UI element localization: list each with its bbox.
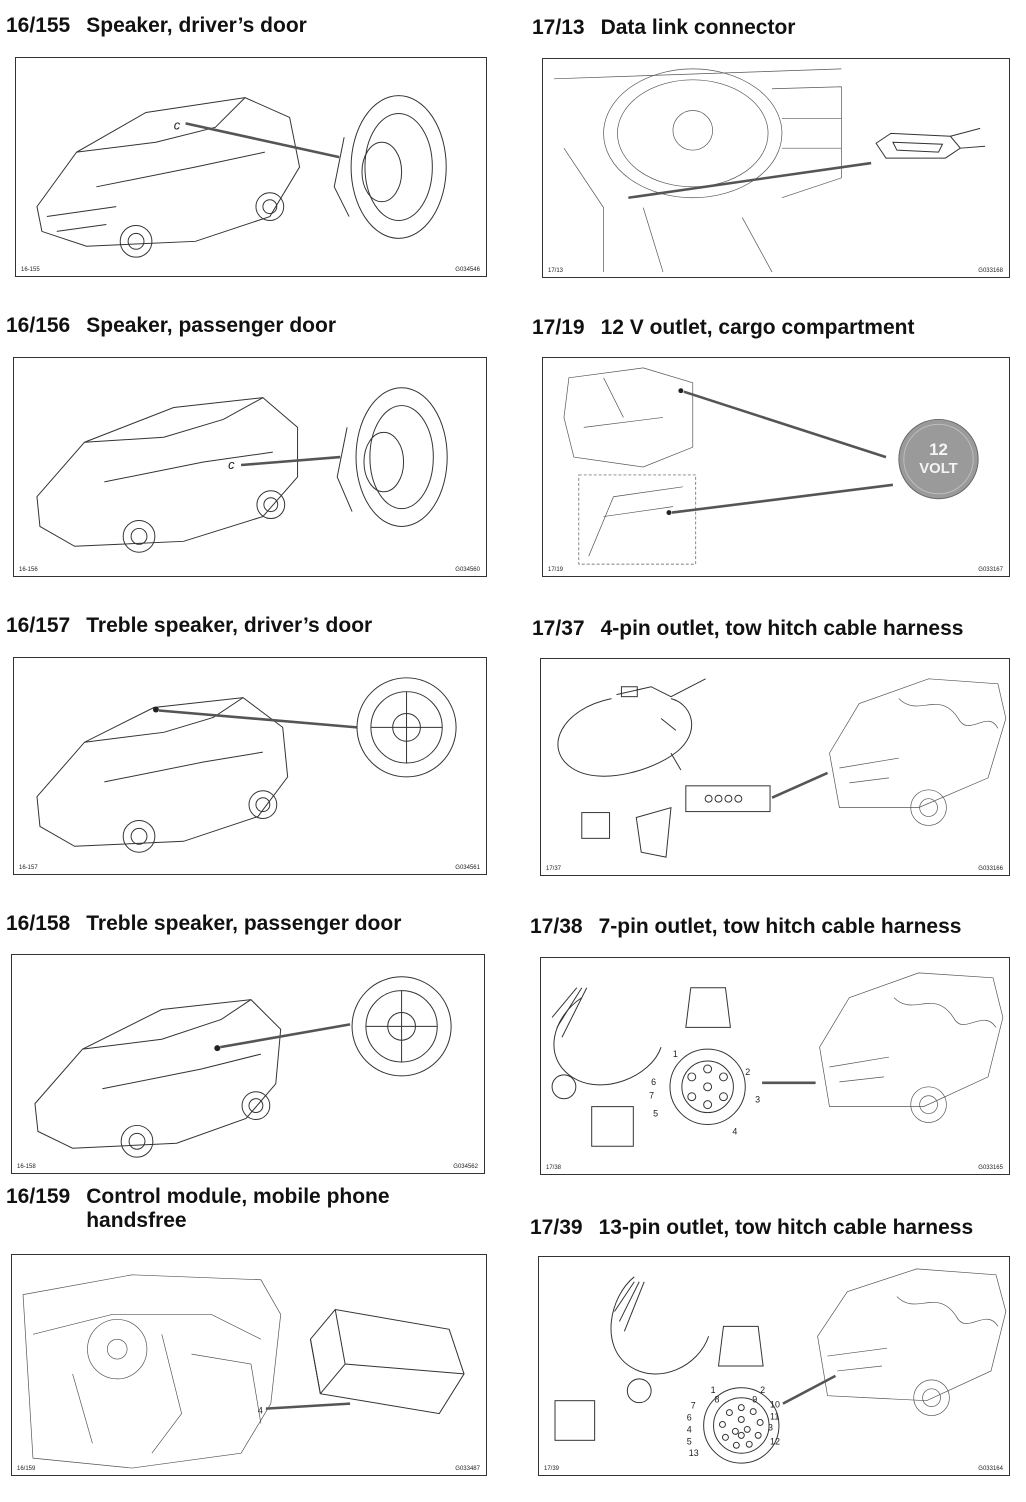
tow-harness-13pin-illustration: 1 2 3 4 5 6 7 8 9 10 11 12 13: [554, 1268, 1007, 1464]
section-code: 16/157: [6, 614, 71, 637]
section-title: 13-pin outlet, tow hitch cable harness: [598, 1216, 974, 1239]
section-code: 17/37: [532, 617, 585, 640]
section-title: Data link connector: [600, 16, 796, 39]
section-code: 16/156: [6, 314, 71, 337]
drawing-number: G033165: [978, 1165, 1003, 1171]
seven-pin-face: [687, 1064, 728, 1110]
section-title: Speaker, passenger door: [86, 314, 337, 337]
pin-label: 13: [689, 1448, 699, 1458]
figure-12v-outlet-cargo: 12 VOLT 17/19 G033167: [542, 357, 1010, 577]
pin-label: 5: [653, 1109, 658, 1119]
12-volt-badge: 12 VOLT: [898, 418, 979, 500]
car-tweeter-illustration: [36, 677, 457, 853]
figure-ref: 17/13: [548, 268, 564, 274]
drawing-number: G033487: [455, 1466, 480, 1472]
tow-harness-7pin-illustration: 1 2 3 4 5 6 7: [551, 972, 1004, 1147]
section-title: Treble speaker, passenger door: [86, 912, 402, 935]
pin-label: 4: [687, 1424, 692, 1434]
figure-treble-speaker-drivers-door: 16-157 G034561: [13, 657, 487, 875]
drawing-number: G034546: [455, 267, 480, 273]
drawing-number: G034561: [455, 865, 480, 871]
drawing-number: G033167: [978, 567, 1003, 573]
pin-label: 2: [760, 1385, 765, 1395]
dashboard-connector-illustration: [554, 68, 986, 273]
section-code: 17/39: [530, 1216, 583, 1239]
figure-ref: 16-158: [17, 1164, 36, 1170]
pin-label: 12: [770, 1436, 780, 1446]
figure-ref: 17/19: [548, 567, 564, 573]
section-title: Speaker, driver’s door: [86, 14, 307, 37]
pin-label: 1: [673, 1049, 678, 1059]
pin-label: 3: [755, 1095, 760, 1105]
drawing-number: G034562: [453, 1164, 478, 1170]
section-heading-16-156: 16/156 Speaker, passenger door: [6, 314, 336, 338]
section-code: 17/38: [530, 915, 583, 938]
section-heading-16-155: 16/155 Speaker, driver’s door: [6, 14, 307, 38]
pin-label: 1: [711, 1385, 716, 1395]
section-heading-17-13: 17/13 Data link connector: [532, 16, 795, 40]
figure-ref: 16-155: [21, 267, 40, 273]
section-code: 16/158: [6, 912, 71, 935]
drawing-number: G033166: [978, 866, 1003, 872]
pin-label: 5: [687, 1436, 692, 1446]
svg-text:c: c: [174, 117, 181, 132]
interior-module-illustration: 4: [22, 1274, 465, 1469]
figure-13-pin-outlet: 1 2 3 4 5 6 7 8 9 10 11 12 13 17/39 G033…: [538, 1256, 1010, 1476]
figure-ref: 17/37: [546, 866, 562, 872]
section-heading-17-37: 17/37 4-pin outlet, tow hitch cable harne…: [532, 617, 963, 641]
section-title: Control module, mobile phone handsfree: [86, 1185, 390, 1232]
figure-ref: 16/159: [17, 1466, 36, 1472]
section-heading-17-38: 17/38 7-pin outlet, tow hitch cable harne…: [530, 915, 961, 939]
section-title: 7-pin outlet, tow hitch cable harness: [598, 915, 962, 938]
section-heading-17-39: 17/39 13-pin outlet, tow hitch cable harn…: [530, 1216, 973, 1240]
figure-ref: 16-156: [19, 567, 38, 573]
pin-label: 9: [752, 1395, 757, 1405]
tow-harness-4pin-illustration: [557, 678, 1007, 858]
pin-label: 8: [715, 1395, 720, 1405]
figure-7-pin-outlet: 1 2 3 4 5 6 7 17/38 G033165: [540, 957, 1010, 1175]
pin-label: 10: [770, 1400, 780, 1410]
module-mark: 4: [258, 1406, 263, 1416]
car-tweeter-illustration: [34, 976, 452, 1158]
svg-text:c: c: [228, 457, 235, 472]
section-title: 4-pin outlet, tow hitch cable harness: [600, 617, 964, 640]
drawing-number: G034560: [455, 567, 480, 573]
figure-speaker-drivers-door: c 16-155 G034546: [15, 57, 487, 277]
drawing-number: G033164: [978, 1466, 1003, 1472]
section-code: 16/159: [6, 1185, 71, 1208]
section-title: Treble speaker, driver’s door: [86, 614, 373, 637]
figure-control-module-handsfree: 4 16/159 G033487: [11, 1254, 487, 1476]
volt-badge-line1: 12: [929, 440, 948, 459]
section-title: 12 V outlet, cargo compartment: [600, 316, 915, 339]
section-heading-16-157: 16/157 Treble speaker, driver’s door: [6, 614, 372, 638]
pin-label: 6: [651, 1077, 656, 1087]
car-speaker-illustration: c: [36, 95, 447, 258]
figure-data-link-connector: 17/13 G033168: [542, 58, 1010, 278]
section-heading-16-159: 16/159 Control module, mobile phone hands…: [6, 1185, 426, 1233]
pin-label: 11: [770, 1412, 779, 1422]
figure-ref: 16-157: [19, 865, 38, 871]
pin-label: 4: [732, 1126, 737, 1136]
figure-ref: 17/38: [546, 1165, 562, 1171]
figure-treble-speaker-passenger-door: 16-158 G034562: [11, 954, 485, 1174]
drawing-number: G033168: [978, 268, 1003, 274]
volt-badge-line2: VOLT: [919, 461, 958, 477]
pin-label: 6: [687, 1413, 692, 1423]
trunk-outlet-illustration: 12 VOLT: [563, 367, 979, 565]
pin-label: 3: [768, 1422, 773, 1432]
section-heading-16-158: 16/158 Treble speaker, passenger door: [6, 912, 401, 936]
section-heading-17-19: 17/19 12 V outlet, cargo compartment: [532, 316, 914, 340]
figure-ref: 17/39: [544, 1466, 560, 1472]
pin-label: 7: [649, 1091, 654, 1101]
figure-4-pin-outlet: 17/37 G033166: [540, 658, 1010, 876]
section-code: 16/155: [6, 14, 71, 37]
car-speaker-illustration: c: [36, 387, 448, 553]
section-code: 17/19: [532, 316, 585, 339]
pin-label: 2: [745, 1067, 750, 1077]
pin-label: 7: [691, 1401, 696, 1411]
thirteen-pin-face: [719, 1404, 764, 1449]
figure-speaker-passenger-door: c 16-156 G034560: [13, 357, 487, 577]
section-code: 17/13: [532, 16, 585, 39]
